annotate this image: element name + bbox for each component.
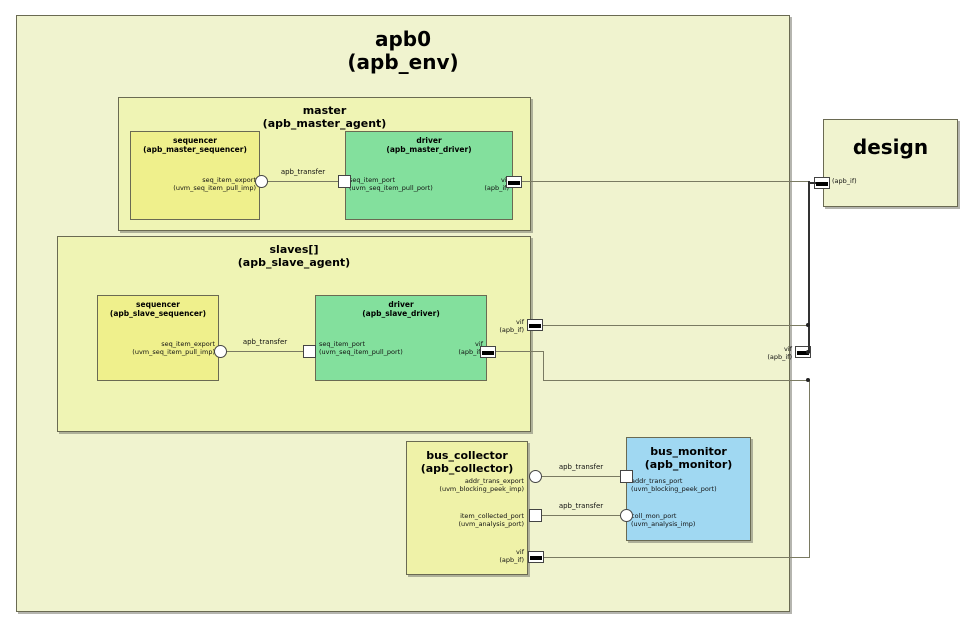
slave-agent-title: slaves[] (apb_slave_agent) [237,243,351,269]
wire-slave-driver-vif-v [543,351,544,381]
env-title: apb0 (apb_env) [347,27,459,74]
bus-junction-lower [806,378,810,382]
slave-driver-vif-label: vif (apb_if) [458,340,483,357]
design-port-label: (apb_if) [832,177,857,185]
slave-agent-vif-port[interactable] [527,319,543,331]
slave-sequencer[interactable]: sequencer (apb_slave_sequencer) seq_item… [97,295,219,381]
master-driver[interactable]: driver (apb_master_driver) seq_item_port… [345,131,513,220]
wire-slave-driver-vif-h2 [543,380,810,381]
slave-driver-title: driver (apb_slave_driver) [362,300,440,318]
wire-label-addr-trans: apb_transfer [558,463,604,471]
master-agent-title: master (apb_master_agent) [262,104,387,130]
slave-agent-vif-label: vif (apb_if) [499,318,524,335]
collector-vif-port[interactable] [528,551,544,563]
bus-vertical-to-design [808,181,810,353]
slave-driver-vif-port[interactable] [480,346,496,358]
slave-sequencer-title: sequencer (apb_slave_sequencer) [109,300,207,318]
bus-monitor[interactable]: bus_monitor (apb_monitor) addr_trans_por… [626,437,751,541]
wire-item-collected [542,515,620,516]
wire-collector-vif-v [809,381,810,558]
design-title: design [852,135,929,159]
collector-item-collected-port-label: item_collected_port (uvm_analysis_port) [458,512,524,529]
master-sequencer[interactable]: sequencer (apb_master_sequencer) seq_ite… [130,131,260,220]
collector-item-collected-port[interactable] [529,509,542,522]
wire-collector-vif-h [544,557,810,558]
design-apb-if-port[interactable] [814,177,830,189]
monitor-addr-trans-port[interactable] [620,470,633,483]
bus-stub-to-design [808,182,816,184]
env-vif-label: vif (apb_if) [767,345,792,362]
slave-driver[interactable]: driver (apb_slave_driver) seq_item_port … [315,295,487,381]
wire-label-item-collected: apb_transfer [558,502,604,510]
wire-master-vif-to-bus [522,181,810,182]
collector-addr-trans-export-label: addr_trans_export (uvm_blocking_peek_imp… [439,477,524,494]
bus-junction-upper [806,323,810,327]
collector-vif-label: vif (apb_if) [499,548,524,565]
slave-seq-item-export-port[interactable] [214,345,227,358]
master-seq-item-export-label: seq_item_export (uvm_seq_item_pull_imp) [173,176,256,193]
bus-monitor-title: bus_monitor (apb_monitor) [644,445,733,471]
env-vif-port[interactable] [795,346,811,358]
master-driver-vif-label: vif (apb_if) [484,176,509,193]
bus-junction-mid [806,350,810,354]
wire-slave-apb-transfer [227,351,303,352]
monitor-addr-trans-port-label: addr_trans_port (uvm_blocking_peek_port) [631,477,717,494]
master-driver-vif-port[interactable] [506,176,522,188]
master-driver-title: driver (apb_master_driver) [386,136,472,154]
slave-seq-item-port-label: seq_item_port (uvm_seq_item_pull_port) [319,340,403,357]
master-seq-item-port-label: seq_item_port (uvm_seq_item_pull_port) [349,176,433,193]
bus-collector[interactable]: bus_collector (apb_collector) addr_trans… [406,441,528,575]
monitor-coll-mon-port[interactable] [620,509,633,522]
collector-addr-trans-export-port[interactable] [529,470,542,483]
wire-slave-agent-vif-to-bus [543,325,810,326]
wire-label-slave-apb-transfer: apb_transfer [242,338,288,346]
design-block[interactable]: design (apb_if) [823,119,958,207]
wire-slave-driver-vif-h1 [496,351,544,352]
master-seq-item-export-port[interactable] [255,175,268,188]
wire-label-master-apb-transfer: apb_transfer [280,168,326,176]
bus-collector-title: bus_collector (apb_collector) [420,449,514,475]
slave-seq-item-port[interactable] [303,345,316,358]
slave-seq-item-export-label: seq_item_export (uvm_seq_item_pull_imp) [132,340,215,357]
master-sequencer-title: sequencer (apb_master_sequencer) [143,136,247,154]
monitor-coll-mon-port-label: coll_mon_port (uvm_analysis_imp) [631,512,696,529]
wire-addr-trans [542,476,620,477]
master-seq-item-port[interactable] [338,175,351,188]
wire-master-apb-transfer [268,181,338,182]
